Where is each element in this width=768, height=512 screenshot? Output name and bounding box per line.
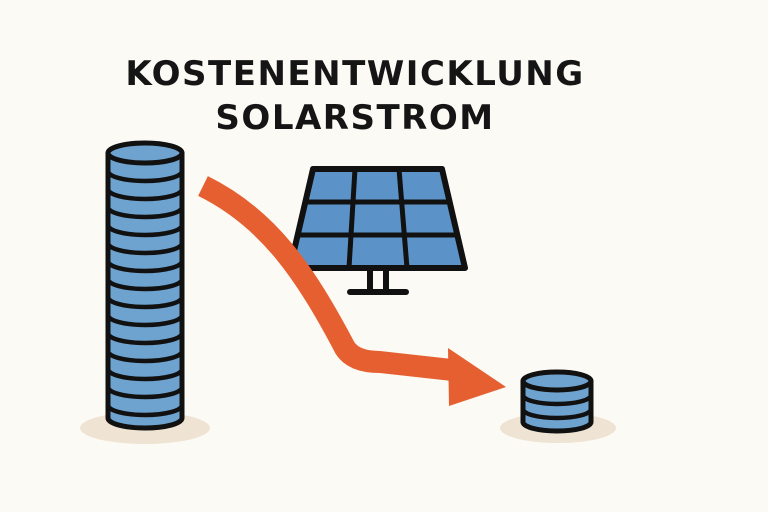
downward-trend-arrow-icon	[198, 176, 506, 406]
title-line-2: SOLARSTROM	[215, 98, 495, 138]
coin-stack-tall-icon	[105, 140, 185, 431]
solar-panel-icon	[287, 166, 468, 295]
page-title: KOSTENENTWICKLUNG SOLARSTROM	[0, 52, 710, 140]
title-line-1: KOSTENENTWICKLUNG	[125, 54, 585, 94]
coin-stack-small-icon	[520, 369, 594, 434]
